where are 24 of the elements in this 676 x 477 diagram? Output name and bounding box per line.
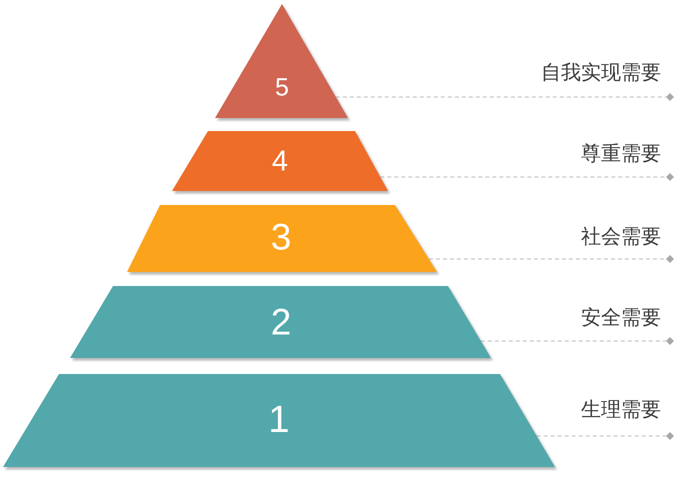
trapezoid-tier — [127, 205, 441, 276]
trapezoid-tier — [70, 286, 495, 362]
leader-line — [380, 176, 666, 178]
leader-line — [480, 340, 666, 342]
tier-label: 尊重需要 — [581, 141, 661, 165]
trapezoid-tier — [3, 374, 559, 471]
diamond-marker — [666, 255, 674, 263]
tier-label: 社会需要 — [581, 224, 661, 248]
tier-number: 1 — [268, 401, 290, 439]
tier-label: 安全需要 — [581, 305, 661, 329]
trapezoid-tier — [172, 131, 392, 195]
tier-number: 4 — [272, 148, 288, 176]
diamond-marker — [666, 93, 674, 101]
diamond-marker — [666, 173, 674, 181]
diamond-marker — [666, 432, 674, 440]
leader-line — [428, 258, 666, 260]
tier-label: 自我实现需要 — [541, 60, 661, 84]
tier-label: 生理需要 — [581, 397, 661, 421]
tier-number: 3 — [270, 218, 292, 256]
triangle-tier — [215, 4, 352, 122]
diamond-marker — [666, 337, 674, 345]
leader-line — [335, 96, 666, 98]
tier-number: 5 — [275, 76, 289, 100]
tier-number: 2 — [270, 304, 292, 340]
